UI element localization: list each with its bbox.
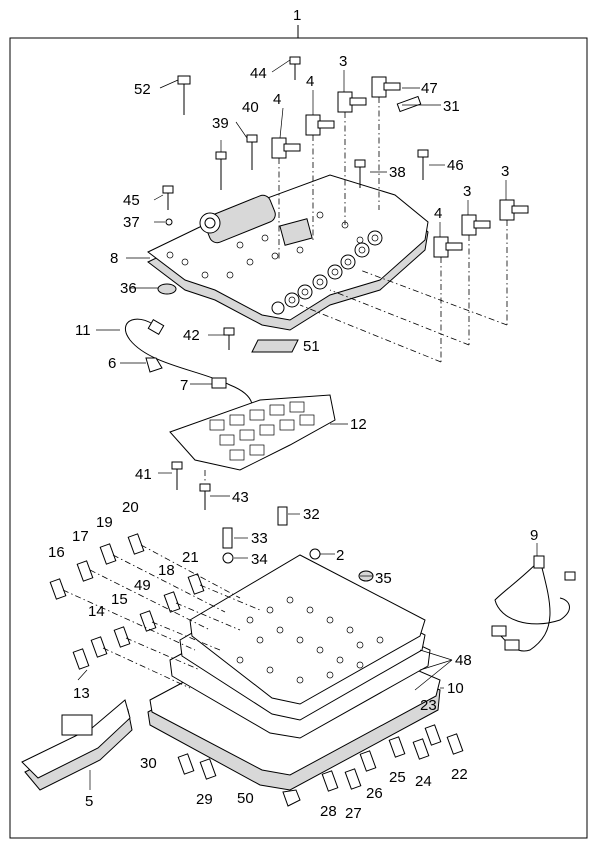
label-16: 16: [48, 544, 65, 561]
label-4b: 4: [306, 73, 314, 90]
label-51: 51: [303, 338, 320, 355]
label-39: 39: [212, 115, 229, 132]
label-29: 29: [196, 791, 213, 808]
label-32: 32: [303, 506, 320, 523]
label-47: 47: [421, 80, 438, 97]
label-27: 27: [345, 805, 362, 822]
bracket: [21, 699, 133, 791]
upper-valve-body: [147, 174, 429, 331]
label-42: 42: [183, 327, 200, 344]
label-38: 38: [389, 164, 406, 181]
label-1: 1: [293, 7, 301, 24]
label-2: 2: [336, 547, 344, 564]
label-11: 11: [75, 322, 91, 339]
label-43: 43: [232, 489, 249, 506]
label-5: 5: [85, 793, 93, 810]
part-number-labels: 1 2 3 3 3 4 4 4 5 6 7 8 9 10 11 12 13 14…: [48, 7, 538, 822]
label-26: 26: [366, 785, 383, 802]
label-9: 9: [530, 527, 538, 544]
label-6: 6: [108, 355, 116, 372]
wiring-harness: [124, 318, 253, 429]
label-30: 30: [140, 755, 157, 772]
label-23: 23: [420, 697, 437, 714]
label-14: 14: [88, 603, 105, 620]
label-4a: 4: [273, 91, 281, 108]
label-17: 17: [72, 528, 89, 545]
valve-pins: [49, 533, 464, 807]
label-15: 15: [111, 591, 128, 608]
label-10: 10: [447, 680, 464, 697]
label-35: 35: [375, 570, 392, 587]
label-31: 31: [443, 98, 460, 115]
label-3c: 3: [501, 163, 509, 180]
label-50: 50: [237, 790, 254, 807]
label-18: 18: [158, 562, 175, 579]
label-8: 8: [110, 250, 118, 267]
assembly-guide-lines: [62, 97, 508, 689]
label-52: 52: [134, 81, 151, 98]
separator-plate-gasket: [169, 394, 336, 471]
label-33: 33: [251, 530, 268, 547]
label-21: 21: [182, 549, 199, 566]
label-13: 13: [73, 685, 90, 702]
label-40: 40: [242, 99, 259, 116]
label-3b: 3: [463, 183, 471, 200]
label-4c: 4: [434, 205, 442, 222]
label-20: 20: [122, 499, 139, 516]
label-45: 45: [123, 192, 140, 209]
label-22: 22: [451, 766, 468, 783]
label-25: 25: [389, 769, 406, 786]
label-46: 46: [447, 157, 464, 174]
lower-valve-body: [147, 554, 441, 791]
label-28: 28: [320, 803, 337, 820]
label-12: 12: [350, 416, 367, 433]
label-49: 49: [134, 577, 151, 594]
label-19: 19: [96, 514, 113, 531]
label-41: 41: [135, 466, 152, 483]
label-36: 36: [120, 280, 137, 297]
transaxle-harness: [491, 555, 576, 652]
label-24: 24: [415, 773, 432, 790]
label-3a: 3: [339, 53, 347, 70]
label-34: 34: [251, 551, 268, 568]
label-7: 7: [180, 377, 188, 394]
bolts: [157, 56, 429, 510]
leader-lines: [77, 59, 538, 790]
label-48: 48: [455, 652, 472, 669]
label-37: 37: [123, 214, 140, 231]
label-44: 44: [250, 65, 267, 82]
